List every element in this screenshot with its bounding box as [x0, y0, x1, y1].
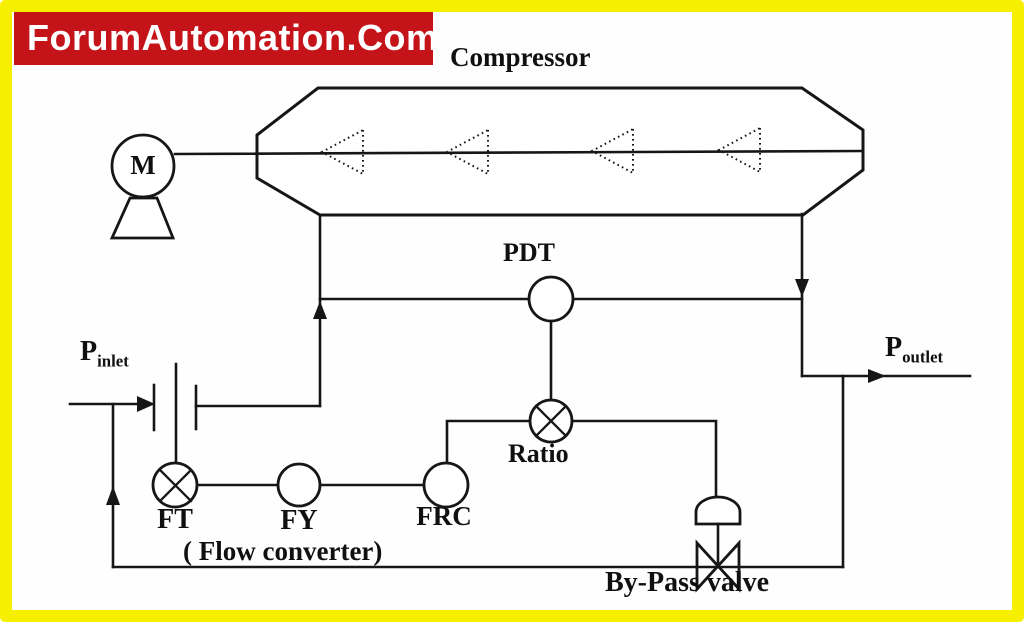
site-banner: ForumAutomation.Com: [14, 11, 438, 65]
ratio-to-frc-signal-line: [445, 419, 532, 464]
p-inlet-sub: inlet: [97, 351, 129, 371]
compressor-label: Compressor: [450, 42, 591, 72]
ratio-to-valve-signal-line: [570, 419, 718, 503]
p-outlet-main: P: [885, 332, 903, 363]
flow-converter-label: ( Flow converter): [183, 536, 383, 566]
ratio-label: Ratio: [508, 439, 569, 468]
p-inlet-label: Pinlet: [80, 337, 129, 370]
discharge-down-arrow-icon: [795, 279, 809, 297]
p-inlet-main: P: [80, 336, 98, 367]
ft-label: FT: [157, 504, 193, 535]
site-banner-text: ForumAutomation.Com: [27, 17, 439, 58]
motor-circle: [110, 133, 176, 199]
valve-actuator-dome: [694, 495, 742, 526]
fy-label: FY: [280, 505, 318, 536]
pdt-transmitter-circle: [527, 275, 575, 323]
compressor-shaft-line: [173, 149, 865, 156]
motor-label: M: [130, 150, 156, 180]
inlet-flow-arrow-icon: [137, 396, 155, 412]
pdt-label: PDT: [503, 238, 555, 267]
p-outlet-label: Poutlet: [885, 333, 943, 366]
ft-x-icon: [158, 468, 193, 503]
suction-up-arrow-icon: [313, 301, 327, 319]
ratio-x-icon: [534, 404, 568, 438]
p-outlet-sub: outlet: [902, 347, 944, 367]
bypass-valve-label: By-Pass valve: [605, 567, 770, 598]
frc-label: FRC: [416, 501, 472, 531]
fy-converter-circle: [276, 462, 322, 508]
return-up-arrow-icon: [106, 486, 120, 505]
frc-controller-circle: [422, 461, 470, 509]
motor-base: [109, 196, 176, 240]
outlet-flow-arrow-icon: [868, 369, 886, 383]
